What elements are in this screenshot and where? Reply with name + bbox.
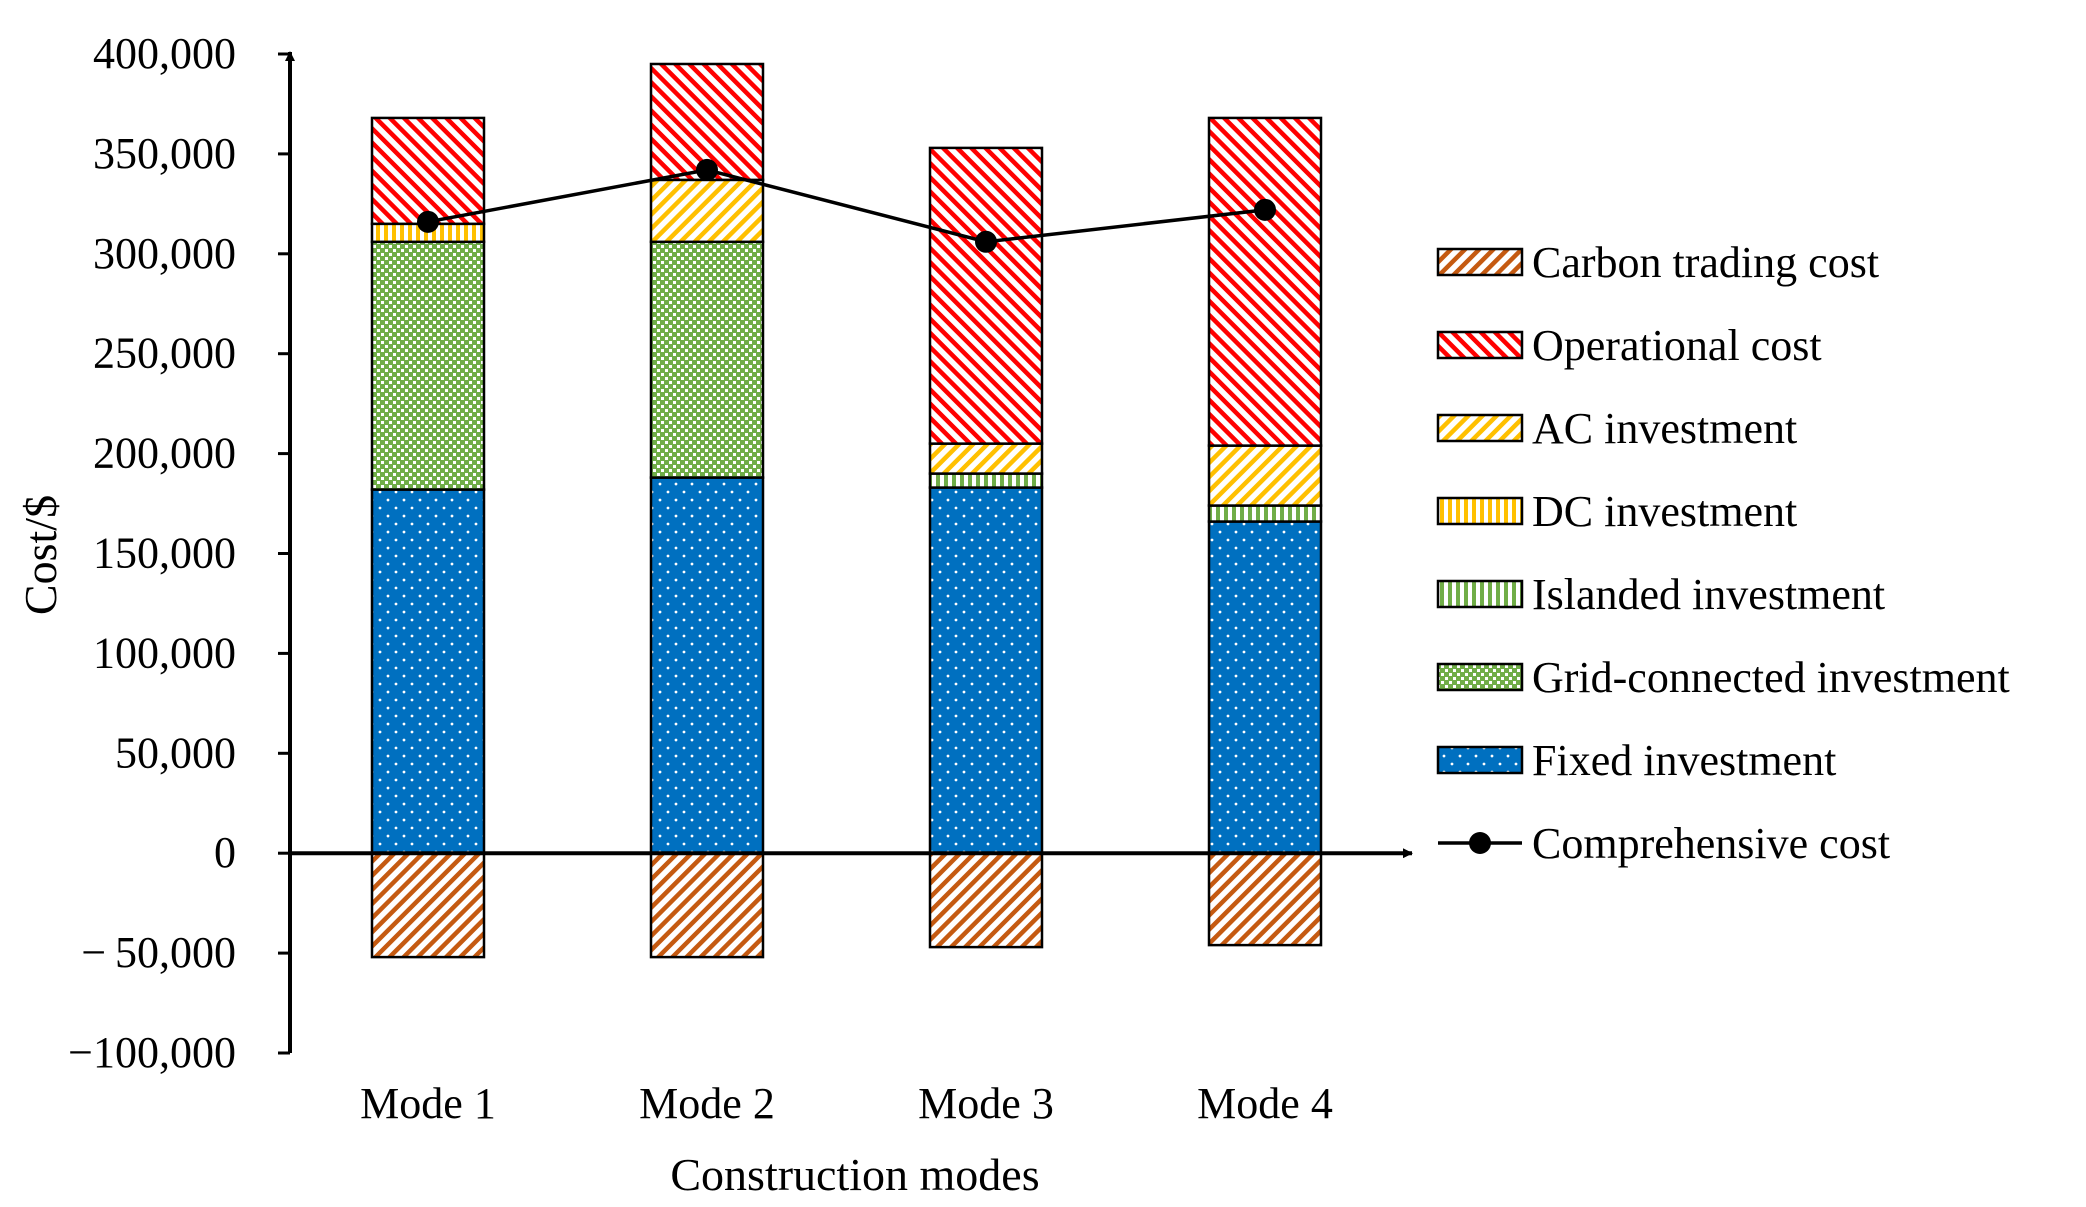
- y-tick-label: 250,000: [93, 329, 236, 378]
- bar-fixed-3: [928, 486, 1044, 855]
- legend-label-dc: DC investment: [1532, 487, 1797, 536]
- legend-swatch-grid: [1436, 662, 1524, 692]
- comprehensive-cost-point-4: [1254, 198, 1276, 221]
- legend-label-ac: AC investment: [1532, 404, 1797, 453]
- legend-swatch-ac: [1436, 413, 1524, 443]
- y-tick-label: 50,000: [115, 728, 236, 777]
- legend-label-grid: Grid-connected investment: [1532, 653, 2010, 702]
- legend-swatch-marker-comprehensive: [1469, 832, 1491, 854]
- y-tick-label: 300,000: [93, 229, 236, 278]
- x-axis-title: Construction modes: [670, 1149, 1039, 1200]
- legend-swatch-dc: [1436, 496, 1524, 526]
- bar-fixed-4: [1207, 520, 1323, 855]
- y-tick-label: 0: [214, 828, 236, 877]
- bar-fixed-1: [370, 488, 486, 855]
- bar-operational-3: [928, 146, 1044, 445]
- y-tick-label: −100,000: [68, 1028, 236, 1077]
- y-tick-label: 100,000: [93, 628, 236, 677]
- y-tick-label: − 50,000: [81, 928, 236, 977]
- bar-ac-4: [1207, 444, 1323, 507]
- bar-islanded-3: [928, 472, 1044, 489]
- comprehensive-cost-point-2: [696, 158, 718, 181]
- legend-label-fixed: Fixed investment: [1532, 736, 1836, 785]
- y-axis-title: Cost/$: [15, 495, 66, 615]
- bar-operational-1: [370, 116, 486, 226]
- bars-layer: [370, 62, 1323, 959]
- legend-swatch-fixed: [1436, 745, 1524, 775]
- line-layer: [417, 158, 1276, 253]
- bar-grid-2: [649, 240, 765, 479]
- legend-label-carbon: Carbon trading cost: [1532, 238, 1879, 287]
- comprehensive-cost-line: [427, 168, 1266, 244]
- bar-islanded-4: [1207, 504, 1323, 523]
- y-tick-label: 400,000: [93, 29, 236, 78]
- legend-swatch-operational: [1436, 330, 1524, 360]
- legend-label-operational: Operational cost: [1532, 321, 1822, 370]
- bar-ac-2: [649, 178, 765, 244]
- x-tick-label: Mode 1: [360, 1079, 496, 1128]
- legend-swatch-carbon: [1436, 247, 1524, 277]
- x-tick-label: Mode 2: [639, 1079, 775, 1128]
- bar-fixed-2: [649, 476, 765, 855]
- legend-label-islanded: Islanded investment: [1532, 570, 1885, 619]
- comprehensive-cost-point-3: [975, 230, 997, 253]
- bar-operational-4: [1207, 116, 1323, 447]
- bar-grid-1: [370, 240, 486, 491]
- x-tick-label: Mode 3: [918, 1079, 1054, 1128]
- legend-swatch-islanded: [1436, 579, 1524, 609]
- legend-label-comprehensive: Comprehensive cost: [1532, 819, 1890, 868]
- bar-ac-3: [928, 442, 1044, 475]
- bar-carbon-4: [1207, 851, 1323, 947]
- comprehensive-cost-point-1: [417, 210, 439, 233]
- bar-carbon-1: [370, 851, 486, 959]
- ticks-layer: 400,000 350,000 300,000 250,000 200,000 150,0…: [68, 29, 1333, 1128]
- bar-carbon-3: [928, 851, 1044, 949]
- x-tick-label: Mode 4: [1197, 1079, 1333, 1128]
- bar-carbon-2: [649, 851, 765, 959]
- y-tick-label: 200,000: [93, 429, 236, 478]
- y-tick-label: 150,000: [93, 529, 236, 578]
- y-tick-label: 350,000: [93, 129, 236, 178]
